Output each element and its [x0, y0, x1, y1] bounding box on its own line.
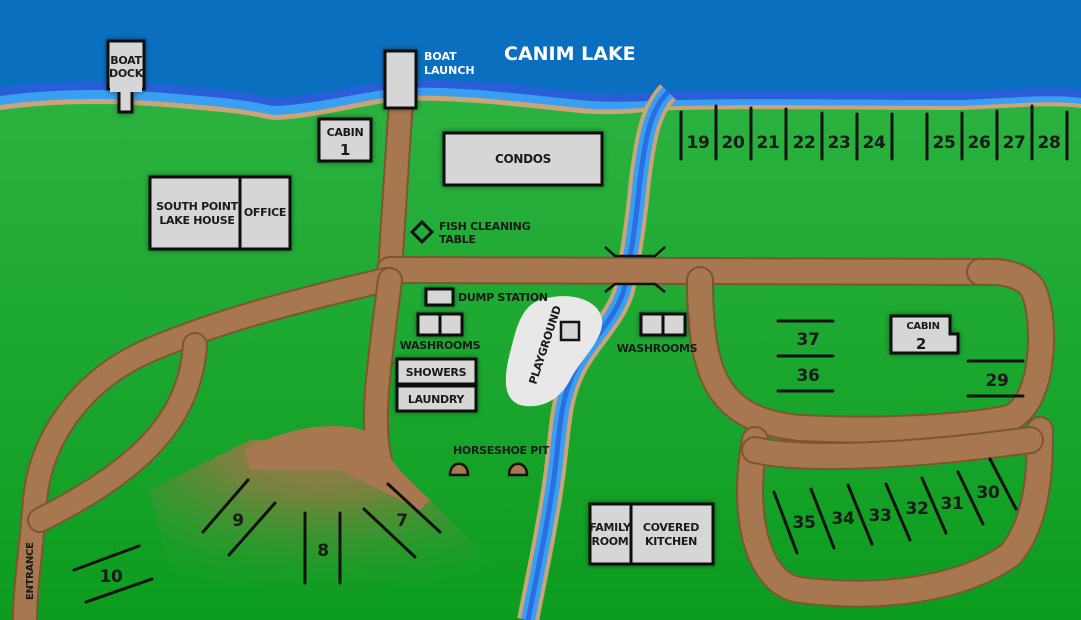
site-8[interactable]: 8 — [317, 541, 329, 561]
west-site-dividers — [72, 478, 442, 604]
cabin-2-number: 2 — [916, 335, 926, 353]
site-20[interactable]: 20 — [721, 133, 745, 153]
fish-cleaning-label-1: FISH CLEANING — [439, 220, 531, 233]
site-34[interactable]: 34 — [831, 509, 855, 529]
playground-structure — [559, 320, 581, 342]
boat-dock — [106, 39, 146, 114]
family-room-label-1: FAMILY — [589, 521, 632, 534]
horseshoe-right-icon — [507, 462, 529, 477]
site-7[interactable]: 7 — [396, 511, 408, 531]
bridge — [604, 246, 666, 293]
horseshoe-pit-label: HORSESHOE PIT — [453, 444, 550, 457]
lake-house-label-1: SOUTH POINT — [156, 200, 238, 213]
site-36[interactable]: 36 — [796, 366, 819, 386]
showers-label: SHOWERS — [406, 366, 467, 379]
dump-station-label: DUMP STATION — [458, 291, 548, 304]
site-10[interactable]: 10 — [99, 567, 123, 587]
south-loop-dividers — [772, 457, 1018, 555]
cabin-1-label: CABIN — [327, 126, 364, 139]
lakefront-sites: 19 20 21 22 23 24 25 26 27 28 — [686, 133, 1060, 153]
site-25[interactable]: 25 — [932, 133, 955, 153]
washrooms-west — [416, 312, 464, 337]
site-27[interactable]: 27 — [1002, 133, 1025, 153]
site-33[interactable]: 33 — [868, 506, 891, 526]
site-35[interactable]: 35 — [792, 513, 815, 533]
site-28[interactable]: 28 — [1037, 133, 1060, 153]
entrance-label: ENTRANCE — [25, 542, 36, 600]
covered-kitchen-label-2: KITCHEN — [645, 535, 697, 548]
boat-launch-label-2: LAUNCH — [424, 64, 475, 77]
lake-house-label-2: LAKE HOUSE — [159, 214, 234, 227]
site-21[interactable]: 21 — [756, 133, 779, 153]
cabin-1 — [317, 117, 373, 163]
washrooms-east-label: WASHROOMS — [617, 342, 698, 355]
loop-site-dividers — [776, 319, 1025, 398]
condos-label: CONDOS — [495, 152, 551, 166]
site-23[interactable]: 23 — [827, 133, 850, 153]
cabin-2-label: CABIN — [906, 321, 939, 332]
washrooms-west-label: WASHROOMS — [400, 339, 481, 352]
dump-station — [424, 287, 455, 307]
site-29[interactable]: 29 — [985, 371, 1008, 391]
cabin-1-number: 1 — [340, 141, 350, 159]
site-26[interactable]: 26 — [967, 133, 990, 153]
lake-title: CANIM LAKE — [504, 43, 636, 65]
washrooms-east — [639, 312, 687, 337]
cabin-2 — [889, 314, 960, 355]
condos — [442, 131, 604, 187]
site-19[interactable]: 19 — [686, 133, 709, 153]
office-label: OFFICE — [244, 206, 286, 219]
laundry-label: LAUNDRY — [408, 393, 466, 406]
family-room-label-2: ROOM — [592, 535, 629, 548]
showers-laundry — [395, 357, 478, 413]
site-24[interactable]: 24 — [862, 133, 886, 153]
site-32[interactable]: 32 — [905, 499, 928, 519]
fish-cleaning-label-2: TABLE — [439, 233, 476, 246]
family-room-kitchen — [588, 502, 715, 566]
horseshoe-left-icon — [448, 462, 470, 477]
site-9[interactable]: 9 — [232, 511, 244, 531]
site-30[interactable]: 30 — [976, 483, 1000, 503]
covered-kitchen-label-1: COVERED — [643, 521, 699, 534]
roads — [12, 87, 1055, 620]
site-22[interactable]: 22 — [792, 133, 815, 153]
boat-dock-label-1: BOAT — [110, 54, 142, 67]
fan-top — [245, 426, 430, 510]
boat-launch-label-1: BOAT — [424, 50, 457, 63]
boat-launch — [383, 49, 418, 110]
lake-house-office — [148, 175, 292, 251]
boat-dock-label-2: DOCK — [109, 67, 144, 80]
lakefront-site-dividers — [679, 104, 1069, 161]
fish-cleaning-table — [409, 219, 435, 245]
site-31[interactable]: 31 — [940, 494, 963, 514]
site-37[interactable]: 37 — [796, 330, 819, 350]
